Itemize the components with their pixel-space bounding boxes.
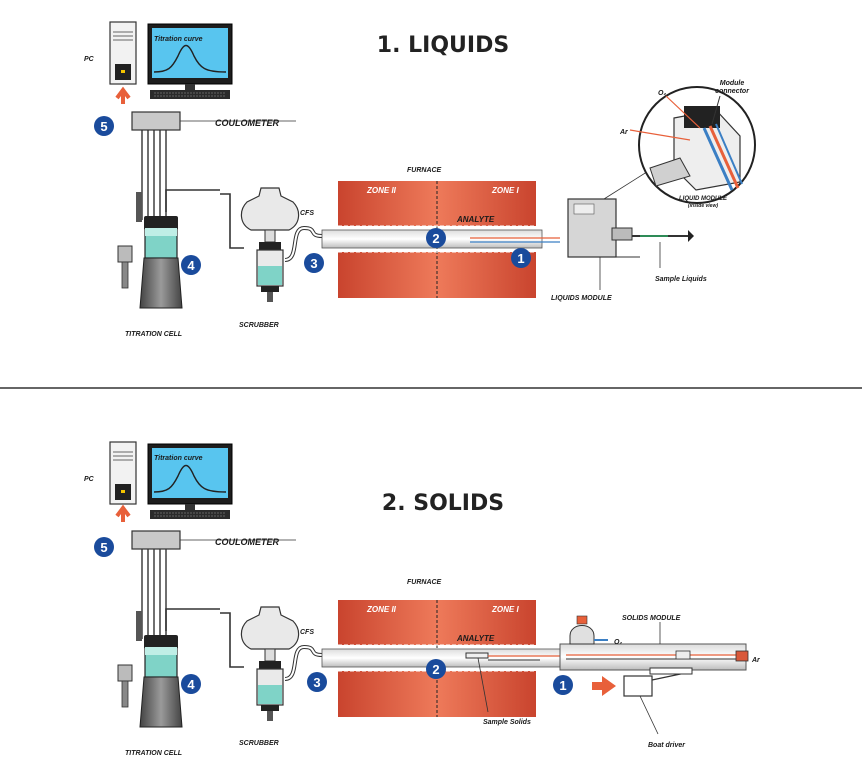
inset-label-2: (inside view): [688, 203, 718, 209]
ar-label-2: Ar: [751, 657, 761, 664]
badge-4-number-2: 4: [187, 677, 195, 692]
badge-1-number-2: 1: [559, 678, 566, 693]
furnace-2: [321, 600, 569, 717]
analyte-label: ANALYTE: [456, 215, 495, 224]
badge-3-2: [307, 672, 327, 692]
module-connector-label-2: connector: [715, 88, 750, 95]
badge-2-number-2: 2: [432, 662, 439, 677]
liquids-title: 1. LIQUIDS: [377, 33, 509, 58]
scrubber-label-2: SCRUBBER: [239, 740, 279, 747]
coulometer-label: COULOMETER: [215, 118, 279, 128]
badge-3: [304, 253, 324, 273]
badge-1-2: [553, 675, 573, 695]
zone-1-label: ZONE I: [491, 186, 519, 195]
zone-2-label: ZONE II: [366, 186, 397, 195]
badge-3-number: 3: [310, 256, 317, 271]
data-arrow-icon: [115, 86, 131, 104]
scrubber-2: [240, 606, 300, 722]
badge-4-2: [181, 674, 201, 694]
boat-driver-label: Boat driver: [648, 742, 686, 749]
push-arrow-icon: [592, 676, 616, 696]
ar-label: Ar: [619, 129, 629, 136]
scrubber: [240, 187, 300, 303]
liquids-module: [567, 198, 694, 258]
badge-1-number: 1: [517, 251, 524, 266]
furnace-label-2: FURNACE: [407, 579, 442, 586]
inset-label-1: LIQUID MODULE: [679, 196, 728, 202]
zone-2-label-2: ZONE II: [366, 605, 397, 614]
badge-5-number: 5: [100, 119, 107, 134]
data-arrow-icon-2: [115, 504, 131, 522]
sample-solids-label: Sample Solids: [483, 719, 531, 726]
badge-1: [511, 248, 531, 268]
badge-5: [94, 116, 114, 136]
badge-4: [181, 255, 201, 275]
module-connector-label-1: Module: [720, 80, 745, 87]
badge-2-number: 2: [432, 231, 439, 246]
liquids-module-label: LIQUIDS MODULE: [551, 295, 612, 302]
pc-label-2: PC: [84, 476, 95, 483]
pc-label: PC: [84, 56, 95, 63]
solids-module-label: SOLIDS MODULE: [622, 615, 681, 622]
pc-screen-label-2: Titration curve: [154, 455, 203, 462]
cfs-label: CFS: [300, 210, 314, 217]
badge-5-number-2: 5: [100, 540, 107, 555]
titration-cell-2: [117, 530, 221, 728]
badge-2: [426, 228, 446, 248]
pc-computer: [109, 21, 233, 100]
pc-computer-2: [109, 441, 233, 520]
liquids-section: 1. LIQUIDS Titration curve PC 5 COULOMET…: [84, 21, 756, 338]
o2-label: O₂: [658, 90, 666, 97]
coulometer-label-2: COULOMETER: [215, 537, 279, 547]
badge-4-number: 4: [187, 258, 195, 273]
pc-screen-label: Titration curve: [154, 36, 203, 43]
cfs-label-2: CFS: [300, 629, 314, 636]
badge-2-2: [426, 659, 446, 679]
solids-module: [559, 615, 749, 697]
badge-5-2: [94, 537, 114, 557]
sample-liquids-label: Sample Liquids: [655, 276, 707, 283]
titration-cell: [117, 111, 221, 309]
badge-3-number-2: 3: [313, 675, 320, 690]
solids-section: 2. SOLIDS Titration curve PC 5 COULOMETE…: [84, 441, 761, 757]
o2-label-2: O₂: [614, 639, 622, 646]
scrubber-label: SCRUBBER: [239, 322, 279, 329]
zone-1-label-2: ZONE I: [491, 605, 519, 614]
titration-cell-label-2: TITRATION CELL: [125, 750, 182, 757]
solids-title: 2. SOLIDS: [382, 491, 504, 516]
titration-cell-label: TITRATION CELL: [125, 331, 182, 338]
analyte-label-2: ANALYTE: [456, 634, 495, 643]
furnace-label: FURNACE: [407, 167, 442, 174]
liquid-module-inset: [629, 86, 756, 204]
furnace: [321, 181, 560, 298]
